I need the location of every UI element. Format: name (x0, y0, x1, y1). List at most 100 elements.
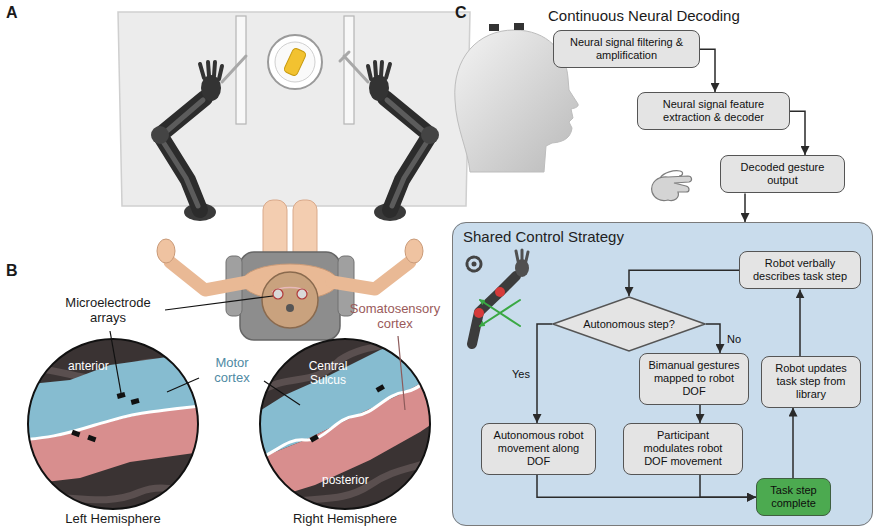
robot-icon (474, 308, 484, 318)
edge-label: Yes (510, 368, 532, 380)
direction-label: posterior (322, 474, 369, 488)
brain-left (20, 405, 215, 440)
flow-arrow (744, 193, 746, 222)
head-silhouette (514, 23, 524, 30)
table (118, 12, 470, 206)
flow-arrow (700, 49, 715, 92)
brain-right (376, 384, 385, 392)
robot-arm (151, 126, 169, 144)
structure-label: Microelectrode arrays (52, 296, 164, 326)
robot-arm (368, 62, 390, 79)
flow-arrow (706, 324, 720, 353)
brain-left (131, 398, 140, 405)
section-title: Continuous Neural Decoding (548, 7, 740, 24)
decision-diamond: Autonomous step? (552, 296, 706, 352)
robot-arm (160, 100, 203, 206)
node-text: Task step complete (764, 484, 823, 510)
process-box: Neural signal filtering & amplification (553, 30, 700, 68)
participant (332, 262, 410, 289)
hemisphere-label: Right Hemisphere (283, 512, 407, 527)
robot-arm (200, 62, 222, 79)
node-text: Autonomous step? (583, 318, 675, 330)
brain-left (20, 330, 220, 520)
participant (405, 239, 423, 263)
table (118, 12, 470, 206)
node-text: Robot updates task step from library (769, 362, 853, 402)
brain-left (28, 339, 198, 509)
structure-label: Central Sulcus (300, 360, 356, 388)
bowl (268, 35, 322, 89)
leader-line (165, 296, 273, 310)
brain-left (20, 405, 215, 485)
process-box: Robot updates task step from library (761, 356, 861, 408)
robot-arm (340, 52, 368, 82)
robot-icon (516, 250, 528, 261)
leader-line (110, 296, 300, 405)
robot-icon (480, 300, 520, 326)
process-box: Robot verbally describes task step (739, 251, 861, 289)
process-box: Bimanual gestures mapped to robot DOF (639, 353, 749, 405)
bowl (283, 47, 307, 76)
brain-right (250, 370, 445, 462)
robot-icon (472, 262, 477, 267)
flow-arrow (792, 408, 794, 478)
robot-arm (385, 98, 430, 210)
robot-icon (467, 257, 481, 271)
node-text: Robot verbally describes task step (747, 257, 853, 283)
leader-line (110, 331, 121, 393)
brain-left (20, 488, 215, 500)
leader-line (398, 336, 405, 410)
brain-right (250, 325, 445, 520)
structure-label: Somatosensory cortex (345, 302, 445, 332)
robot-icon (467, 250, 529, 344)
hemisphere-label: Left Hemisphere (58, 512, 168, 527)
flow-arrow (537, 475, 756, 498)
brain-left (87, 435, 96, 442)
flow-arrow (699, 405, 701, 423)
participant (240, 252, 340, 340)
node-text: Bimanual gestures mapped to robot DOF (647, 359, 741, 399)
node-text: Participant modulates robot DOF movement (631, 429, 735, 469)
leader-line (167, 378, 199, 392)
bowl (275, 42, 315, 82)
hand-icon (652, 176, 692, 201)
node-text: Autonomous robot movement along DOF (489, 429, 588, 469)
brain-left (71, 430, 80, 437)
brain-left (117, 392, 126, 399)
brain-left (20, 330, 220, 520)
hand-icon (652, 171, 692, 201)
flow-arrow (629, 270, 739, 296)
participant (170, 262, 248, 290)
brain-left (20, 330, 220, 520)
brain-right (260, 339, 430, 509)
node-text: Decoded gesture output (728, 161, 837, 187)
robot-arm (160, 98, 205, 210)
robot-arm (222, 56, 246, 82)
flow-arrow (799, 289, 801, 356)
participant (273, 289, 283, 299)
structure-label: Motor cortex (202, 356, 262, 386)
participant (157, 239, 175, 263)
process-box: Neural signal feature extraction & decod… (637, 92, 790, 130)
diamond-outline (553, 297, 705, 351)
flow-arrow (537, 324, 552, 423)
terminal-box: Task step complete (756, 478, 831, 516)
panel-letter: A (6, 4, 18, 22)
brain-right (250, 370, 445, 505)
brain-right (250, 325, 445, 520)
output-box: Decoded gesture output (720, 155, 845, 193)
brain-right (310, 434, 319, 442)
node-text: Neural signal feature extraction & decod… (645, 98, 782, 124)
robot-arm (387, 100, 430, 206)
panel-letter: C (455, 4, 467, 22)
robot-arm (340, 52, 439, 221)
process-box: Participant modulates robot DOF movement (623, 423, 743, 475)
direction-label: anterior (68, 360, 109, 374)
head-silhouette (489, 24, 499, 31)
robot-icon (495, 287, 505, 297)
panel-heading: Shared Control Strategy (463, 228, 624, 245)
robot-arm (151, 56, 246, 221)
process-box: Autonomous robot movement along DOF (481, 423, 596, 475)
table (236, 16, 246, 124)
flow-arrow (700, 475, 756, 498)
